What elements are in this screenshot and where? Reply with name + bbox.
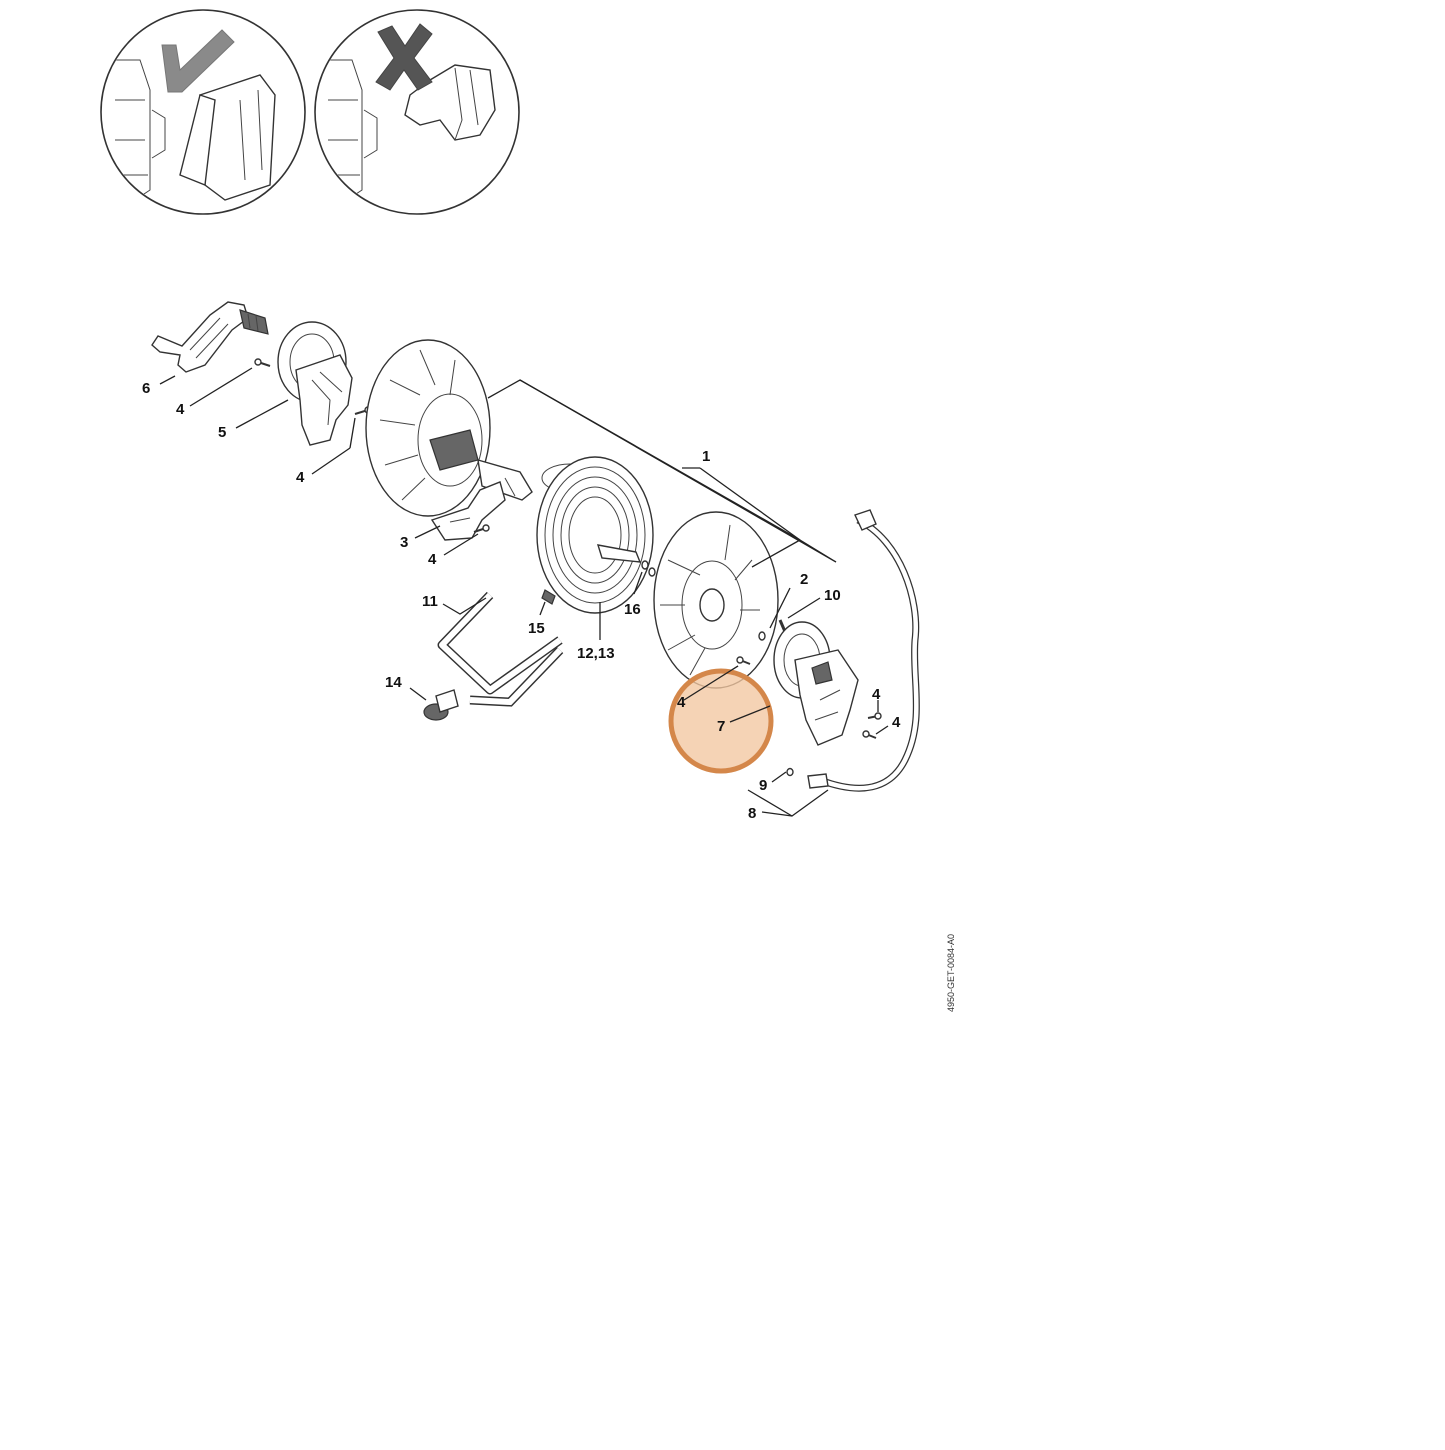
part-cap [423, 689, 459, 721]
check-mark-icon [161, 29, 235, 93]
correct-fitting-detail [108, 59, 276, 211]
cross-mark-icon [375, 23, 433, 91]
callout-labels: 1 2 3 4 4 4 4 4 4 5 6 7 8 9 10 11 12,13 … [142, 380, 901, 822]
callout-12-13: 12,13 [577, 645, 615, 662]
callout-14: 14 [385, 674, 402, 691]
part-axle [477, 459, 533, 501]
callout-10: 10 [824, 587, 841, 604]
callout-8: 8 [748, 805, 756, 822]
callout-4-f: 4 [892, 714, 901, 731]
part-crank-handle [151, 301, 269, 373]
part-oring-9 [786, 767, 794, 777]
part-frame-tube [437, 591, 564, 707]
part-handle-bracket [277, 321, 353, 446]
callout-16: 16 [624, 601, 641, 618]
part-bracket [430, 481, 506, 541]
callout-5: 5 [218, 424, 226, 441]
highlight-circle [668, 668, 774, 774]
part-oring-16 [641, 560, 656, 577]
incorrect-fitting-panel [314, 9, 520, 215]
callout-9: 9 [759, 777, 767, 794]
part-hose-drum [536, 456, 654, 614]
part-left-reel-disc [365, 339, 491, 517]
part-right-reel-disc [653, 511, 779, 689]
screw-e [867, 712, 882, 720]
callout-2: 2 [800, 571, 808, 588]
callout-4-e: 4 [872, 686, 881, 703]
part-pin-2 [758, 631, 766, 641]
part-swivel-housing [773, 621, 859, 746]
correct-fitting-panel [100, 9, 306, 215]
screw-d [736, 656, 751, 665]
callout-4-b: 4 [296, 469, 305, 486]
callout-4-d: 4 [677, 694, 686, 711]
screw-c [473, 524, 490, 533]
screw-f [862, 730, 877, 739]
callout-3: 3 [400, 534, 408, 551]
callout-7: 7 [717, 718, 725, 735]
part-nipple-15 [541, 589, 556, 605]
callout-4-a: 4 [176, 401, 185, 418]
leader-lines [159, 367, 889, 817]
callout-4-c: 4 [428, 551, 437, 568]
callout-11: 11 [422, 593, 438, 610]
screw-a [254, 358, 271, 367]
callout-6: 6 [142, 380, 150, 397]
callout-1: 1 [702, 448, 710, 465]
callout-15: 15 [528, 620, 545, 637]
part-connecting-hose [807, 509, 920, 792]
document-id: 4950-GET-0084-A0 [946, 934, 956, 1012]
